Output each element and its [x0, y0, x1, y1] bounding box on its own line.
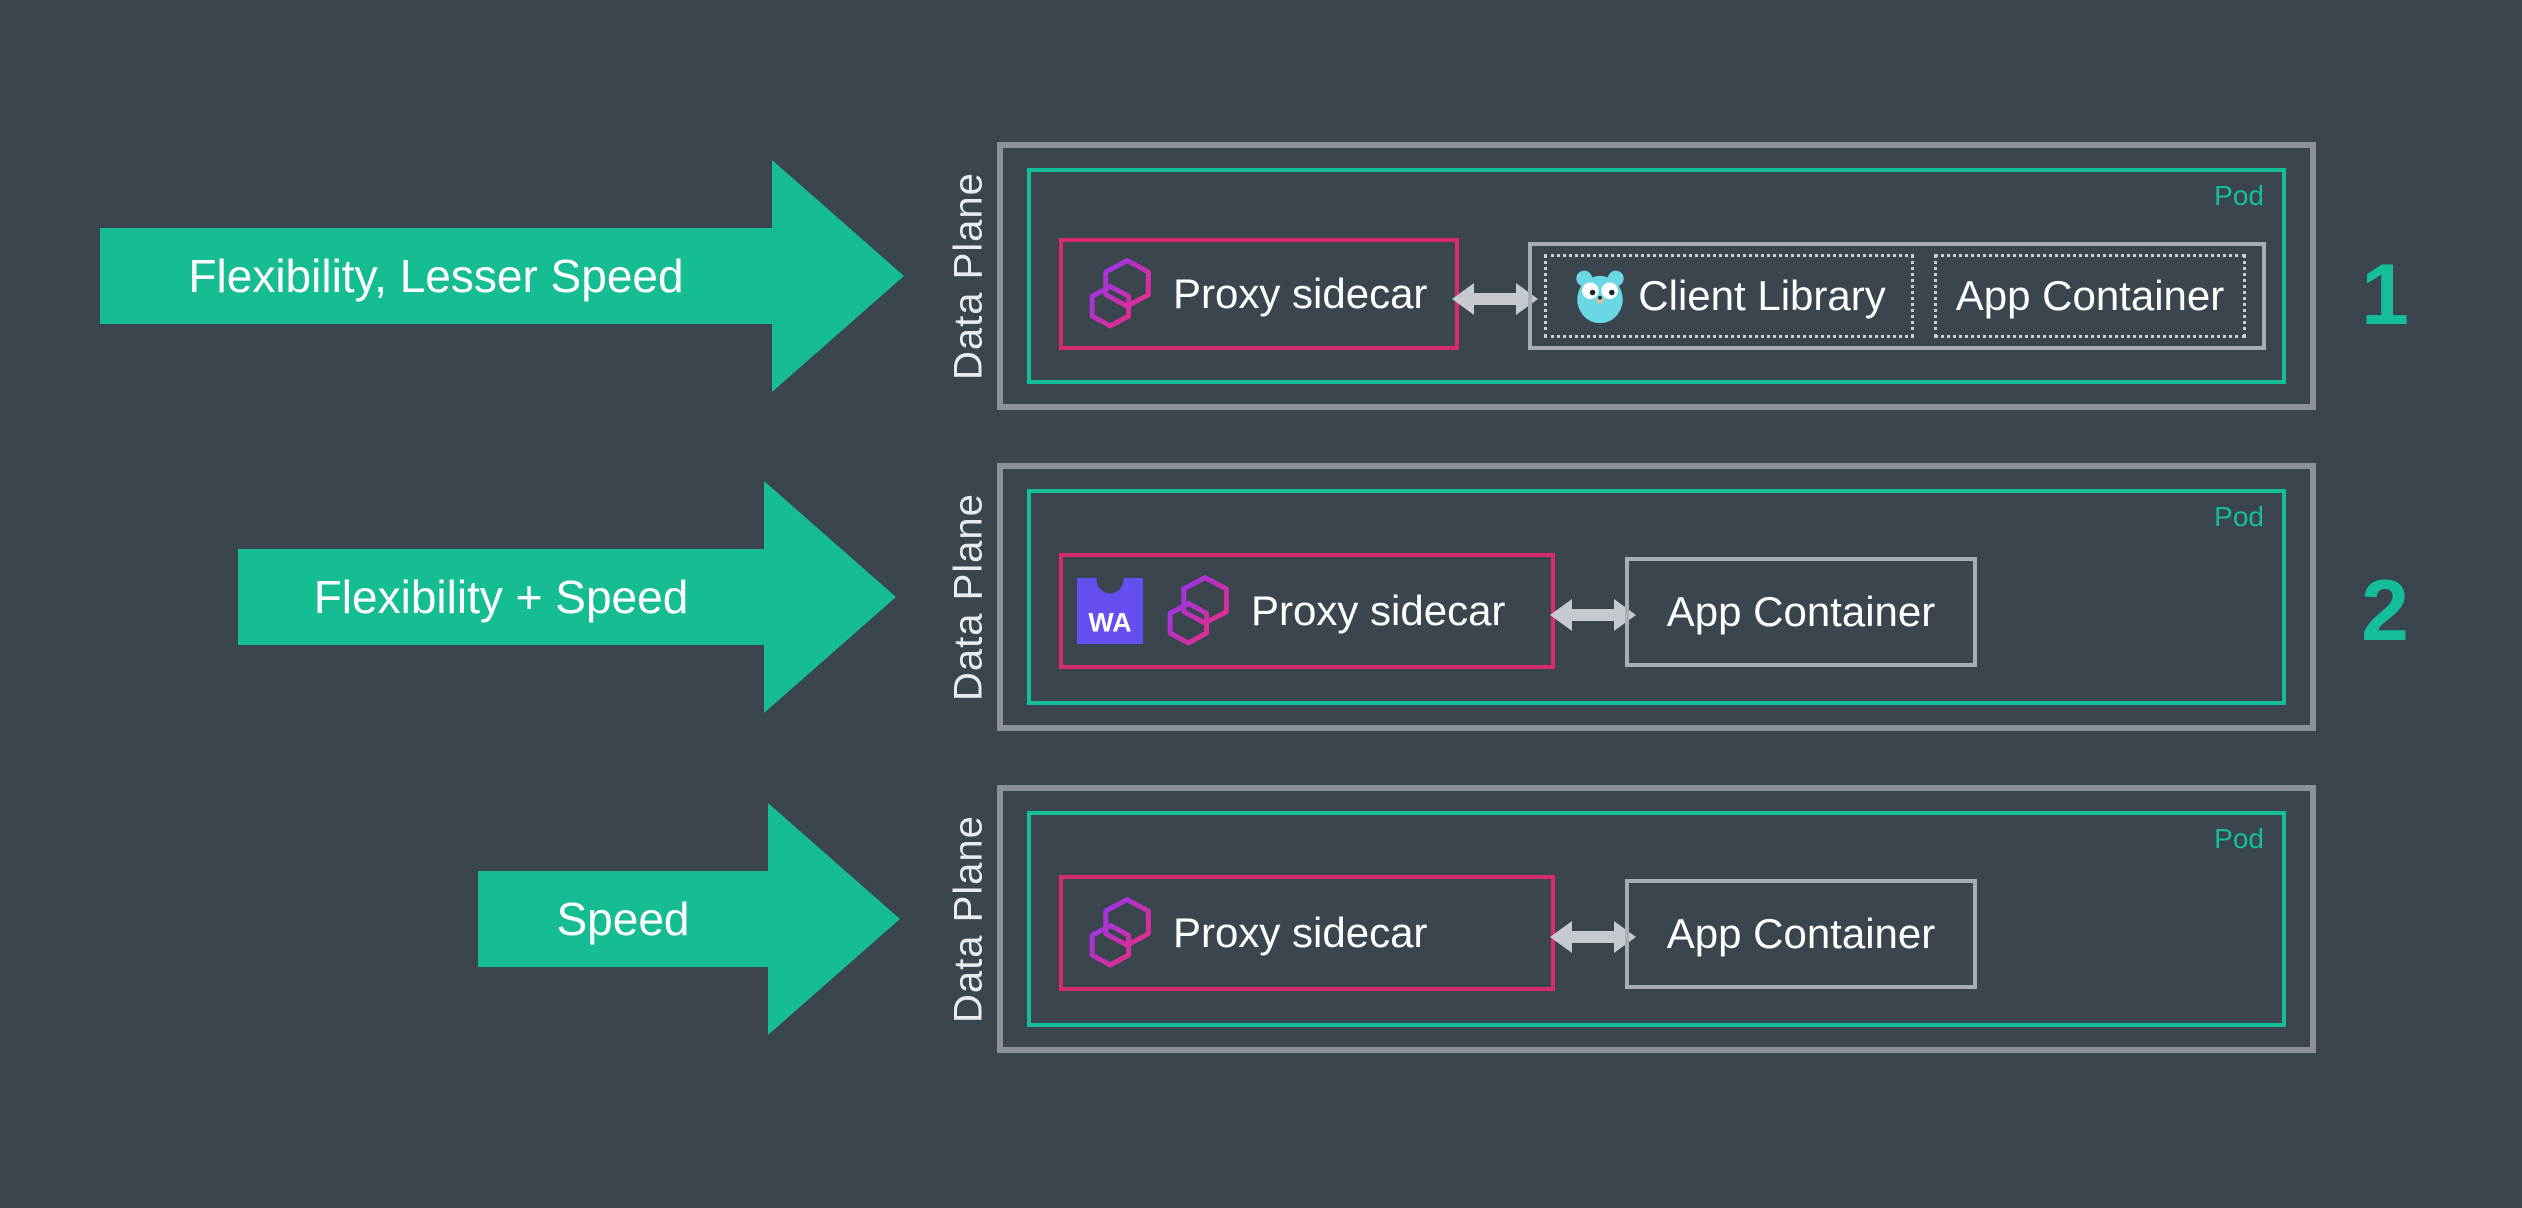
arrow-head [764, 481, 896, 713]
arrow-label: Flexibility + Speed [313, 571, 689, 623]
arrow-head [772, 160, 904, 392]
arrow-flexibility-plus-speed: Flexibility + Speed [238, 481, 896, 713]
proxy-sidecar-box: Proxy sidecar [1059, 238, 1459, 350]
proxy-sidecar-box: Proxy sidecar [1059, 875, 1555, 991]
arrow-body: Speed [478, 871, 768, 967]
pod-label: Pod [2214, 823, 2264, 854]
app-container-box: Client Library App Container [1528, 242, 2266, 350]
row-number-1: 1 [2361, 247, 2409, 343]
go-gopher-icon [1576, 270, 1624, 324]
proxy-sidecar-label: Proxy sidecar [1251, 587, 1506, 634]
proxy-sidecar-label: Proxy sidecar [1173, 270, 1428, 317]
bidirectional-arrow-icon [1550, 599, 1636, 631]
client-library-label: Client Library [1638, 272, 1886, 319]
app-container-label: App Container [1955, 272, 2225, 319]
envoy-proxy-icon [1089, 897, 1151, 968]
bidirectional-arrow-icon [1550, 921, 1636, 953]
client-library-box: Client Library [1544, 254, 1914, 338]
arrow-body: Flexibility + Speed [238, 549, 764, 645]
svg-text:WA: WA [1088, 608, 1131, 638]
data-plane-label: Data Plane [946, 493, 991, 701]
arrow-label: Flexibility, Lesser Speed [188, 250, 684, 302]
app-container-label: App Container [1666, 910, 1936, 957]
arrow-label: Speed [556, 893, 690, 945]
webassembly-icon: WA [1077, 578, 1143, 644]
app-container-box: App Container [1625, 557, 1977, 667]
envoy-proxy-icon [1089, 258, 1151, 329]
arrow-head [768, 803, 900, 1035]
envoy-proxy-icon [1167, 575, 1229, 646]
data-plane-box-2: Pod WA Proxy sidecar App Container [997, 463, 2316, 731]
app-container-box: App Container [1625, 879, 1977, 989]
arrow-flexibility-lesser-speed: Flexibility, Lesser Speed [100, 160, 904, 392]
app-container-label: App Container [1666, 588, 1936, 635]
pod-label: Pod [2214, 501, 2264, 532]
data-plane-box-1: Pod Proxy sidecar [997, 142, 2316, 410]
arrow-body: Flexibility, Lesser Speed [100, 228, 772, 324]
data-plane-box-3: Pod Proxy sidecar App Container [997, 785, 2316, 1053]
data-plane-label: Data Plane [946, 172, 991, 380]
bidirectional-arrow-icon [1452, 283, 1538, 315]
pod-box-3: Pod Proxy sidecar App Container [1027, 811, 2286, 1027]
pod-label: Pod [2214, 180, 2264, 211]
data-plane-label: Data Plane [946, 815, 991, 1023]
app-container-inner-box: App Container [1934, 254, 2246, 338]
pod-box-2: Pod WA Proxy sidecar App Container [1027, 489, 2286, 705]
proxy-sidecar-box: WA Proxy sidecar [1059, 553, 1555, 669]
proxy-sidecar-label: Proxy sidecar [1173, 909, 1428, 956]
pod-box-1: Pod Proxy sidecar [1027, 168, 2286, 384]
arrow-speed: Speed [478, 803, 900, 1035]
row-number-2: 2 [2361, 563, 2409, 659]
